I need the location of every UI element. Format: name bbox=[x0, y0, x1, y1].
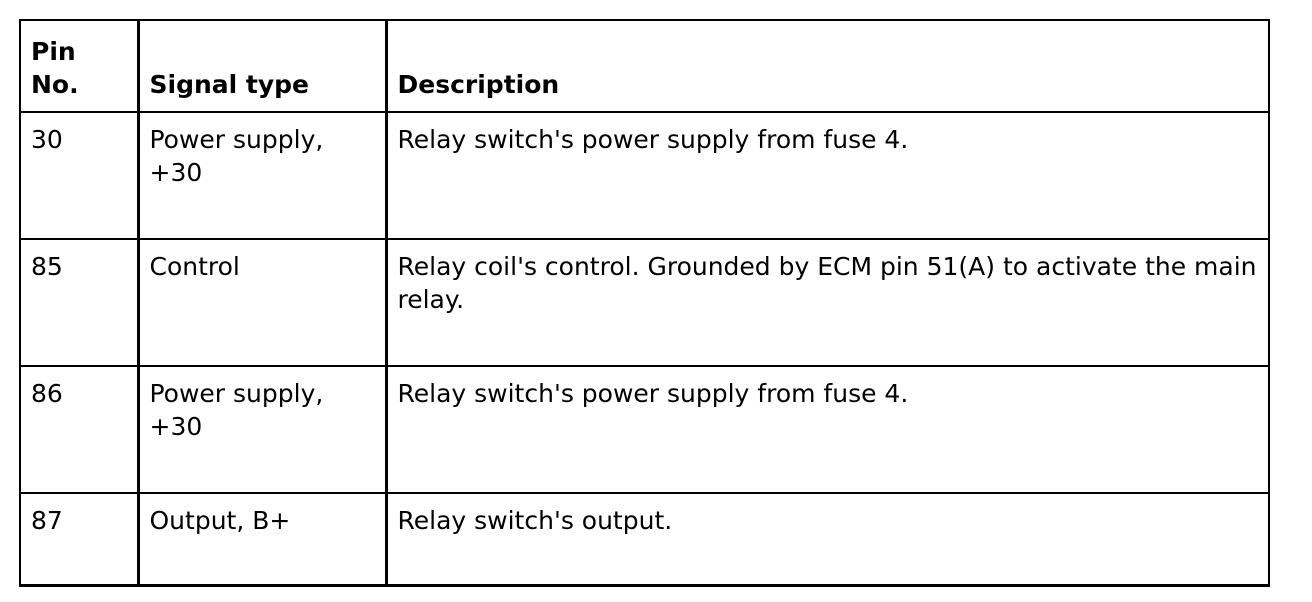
cell-pin: 86 bbox=[19, 365, 140, 494]
cell-signal-type: Power supply, +30 bbox=[137, 365, 388, 494]
cell-pin: 85 bbox=[19, 238, 140, 367]
cell-description: Relay switch's output. bbox=[385, 492, 1270, 587]
cell-signal-type: Control bbox=[137, 238, 388, 367]
cell-description: Relay coil's control. Grounded by ECM pi… bbox=[385, 238, 1270, 367]
table-row: 85 Control Relay coil's control. Grounde… bbox=[19, 238, 1270, 367]
table-row: 86 Power supply, +30 Relay switch's powe… bbox=[19, 365, 1270, 494]
header-description: Description bbox=[385, 19, 1270, 113]
cell-signal-type: Output, B+ bbox=[137, 492, 388, 587]
table-header-row: Pin No. Signal type Description bbox=[19, 19, 1270, 113]
table-row: 87 Output, B+ Relay switch's output. bbox=[19, 492, 1270, 587]
cell-pin: 87 bbox=[19, 492, 140, 587]
cell-description: Relay switch's power supply from fuse 4. bbox=[385, 365, 1270, 494]
cell-signal-type: Power supply, +30 bbox=[137, 111, 388, 240]
header-pin-no: Pin No. bbox=[19, 19, 140, 113]
table-row: 30 Power supply, +30 Relay switch's powe… bbox=[19, 111, 1270, 240]
cell-pin: 30 bbox=[19, 111, 140, 240]
header-signal-type: Signal type bbox=[137, 19, 388, 113]
cell-description: Relay switch's power supply from fuse 4. bbox=[385, 111, 1270, 240]
pin-table: Pin No. Signal type Description 30 Power… bbox=[19, 19, 1270, 587]
